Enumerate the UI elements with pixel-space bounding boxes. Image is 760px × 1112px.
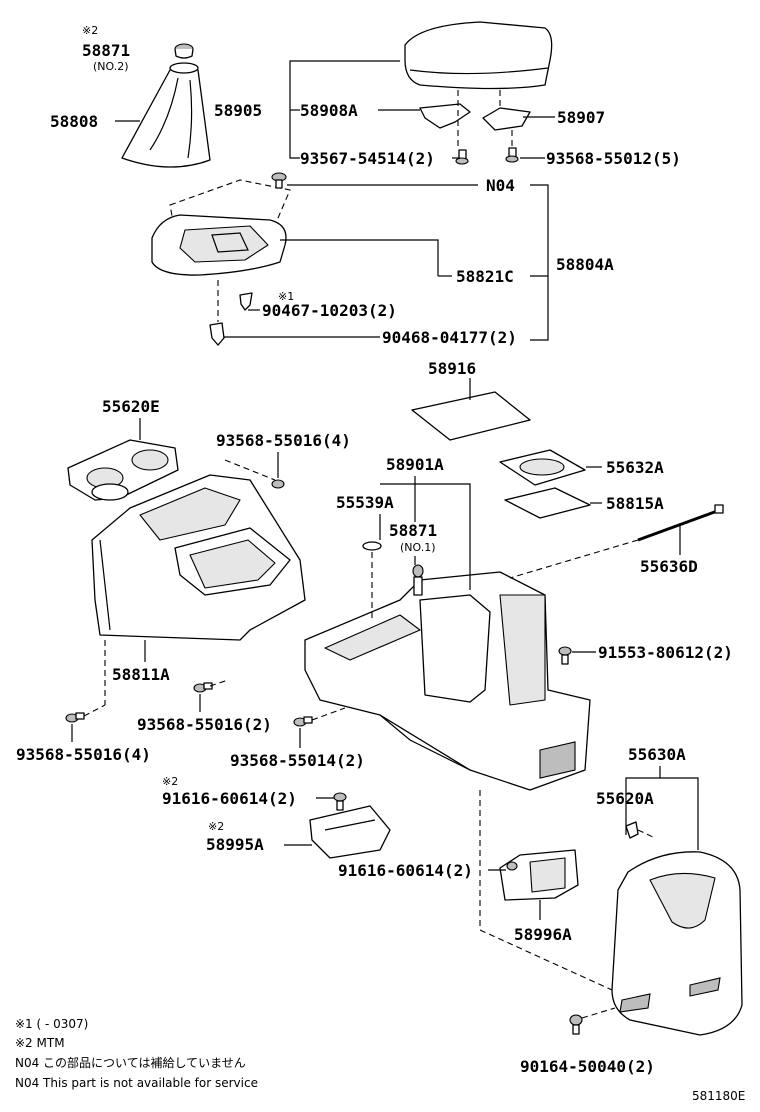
screw-93567-drawing bbox=[455, 149, 469, 165]
label-58907: 58907 bbox=[557, 108, 605, 127]
label-58995A-mark: ※2 bbox=[208, 820, 224, 833]
label-55620A: 55620A bbox=[596, 789, 654, 808]
label-90467-10203: 90467-10203(2) bbox=[262, 301, 397, 320]
label-58996A: 58996A bbox=[514, 925, 572, 944]
label-90467-mark: ※1 bbox=[278, 290, 294, 303]
screw-93568-55012-drawing bbox=[505, 147, 519, 163]
label-58995A: 58995A bbox=[206, 835, 264, 854]
grommet-58871-drawing bbox=[412, 564, 424, 596]
bolt-91616-b-drawing bbox=[506, 861, 518, 871]
rod-55636D-drawing bbox=[637, 504, 724, 542]
label-91616-60614-a: 91616-60614(2) bbox=[162, 789, 297, 808]
label-55636D: 55636D bbox=[640, 557, 698, 576]
clip-90468-drawing bbox=[209, 322, 225, 346]
bracket-58995A-drawing bbox=[309, 805, 391, 859]
diagram-id: 581180E bbox=[692, 1089, 745, 1103]
label-93568-55012: 93568-55012(5) bbox=[546, 149, 681, 168]
lid-hinge-left-drawing bbox=[419, 90, 471, 150]
label-58804A: 58804A bbox=[556, 255, 614, 274]
label-55630A: 55630A bbox=[628, 745, 686, 764]
label-91616-mark: ※2 bbox=[162, 775, 178, 788]
label-93568-55014: 93568-55014(2) bbox=[230, 751, 365, 770]
shift-boot-drawing bbox=[121, 62, 211, 168]
lid-hinge-right-drawing bbox=[482, 90, 531, 150]
label-58916: 58916 bbox=[428, 359, 476, 378]
screw-55014-drawing bbox=[293, 716, 313, 727]
label-93568-55016-top: 93568-55016(4) bbox=[216, 431, 351, 450]
label-90164-50040: 90164-50040(2) bbox=[520, 1057, 655, 1076]
pad-58815A-drawing bbox=[504, 487, 591, 519]
label-58871: 58871 bbox=[82, 41, 130, 60]
footnote-4: N04 This part is not available for servi… bbox=[15, 1076, 258, 1090]
label-93568-55016-mid: 93568-55016(2) bbox=[137, 715, 272, 734]
label-93567-54514: 93567-54514(2) bbox=[300, 149, 435, 168]
plug-55539A-drawing bbox=[362, 541, 382, 551]
label-90468-04177: 90468-04177(2) bbox=[382, 328, 517, 347]
shift-plate-55632A-drawing bbox=[499, 449, 586, 486]
bolt-91616-a-drawing bbox=[333, 792, 347, 811]
shift-knob-cap-drawing bbox=[174, 43, 194, 59]
label-91616-60614-b: 91616-60614(2) bbox=[338, 861, 473, 880]
clip-55620A-drawing bbox=[625, 821, 639, 839]
label-58901A: 58901A bbox=[386, 455, 444, 474]
cup-holder-drawing bbox=[67, 439, 179, 501]
label-58815A: 58815A bbox=[606, 494, 664, 513]
screw-91553-drawing bbox=[558, 646, 572, 665]
label-58871-mark: ※2 bbox=[82, 24, 98, 37]
screw-N04-drawing bbox=[271, 172, 287, 189]
footnote-2: ※2 MTM bbox=[15, 1036, 65, 1050]
console-mat-drawing bbox=[411, 391, 531, 441]
screw-55016-mid-drawing bbox=[193, 682, 213, 693]
label-58821C: 58821C bbox=[456, 267, 514, 286]
label-58871-no1: 58871 bbox=[389, 521, 437, 540]
footnote-3: N04 この部品については補給していません bbox=[15, 1055, 246, 1070]
rear-panel-drawing bbox=[611, 851, 743, 1036]
label-58905: 58905 bbox=[214, 101, 262, 120]
label-58908A: 58908A bbox=[300, 101, 358, 120]
label-55632A: 55632A bbox=[606, 458, 664, 477]
armrest-lid-drawing bbox=[404, 21, 553, 90]
label-55539A: 55539A bbox=[336, 493, 394, 512]
label-N04: N04 bbox=[486, 176, 515, 195]
label-58808: 58808 bbox=[50, 112, 98, 131]
screw-90164-drawing bbox=[569, 1014, 583, 1035]
clip-90467-drawing bbox=[239, 292, 253, 311]
main-console-drawing bbox=[304, 571, 591, 791]
screw-55016-low-drawing bbox=[65, 712, 85, 723]
screw-55016-top-drawing bbox=[271, 479, 285, 489]
label-55620E: 55620E bbox=[102, 397, 160, 416]
shift-bezel-drawing bbox=[151, 179, 291, 276]
upper-console-drawing bbox=[91, 474, 306, 641]
label-58811A: 58811A bbox=[112, 665, 170, 684]
footnote-1: ※1 ( - 0307) bbox=[15, 1017, 88, 1031]
label-58871-sub: (NO.2) bbox=[93, 60, 129, 73]
label-58871-no1-sub: (NO.1) bbox=[400, 541, 436, 554]
label-93568-55016-low: 93568-55016(4) bbox=[16, 745, 151, 764]
label-91553-80612: 91553-80612(2) bbox=[598, 643, 733, 662]
bracket-58996A-drawing bbox=[499, 849, 579, 901]
